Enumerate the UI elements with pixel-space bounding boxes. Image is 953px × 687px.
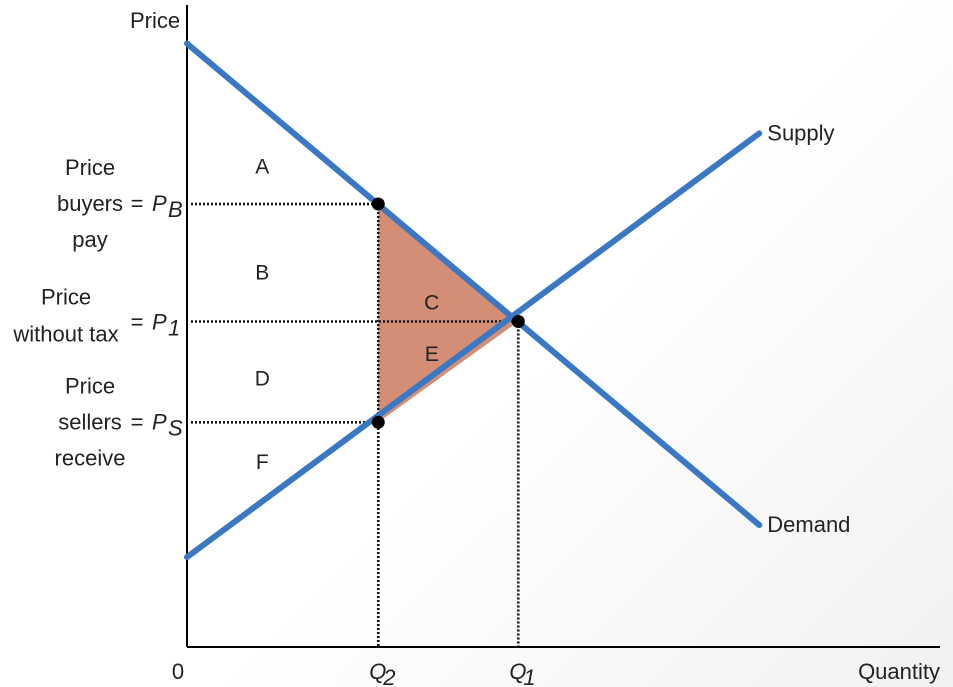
eq-point <box>511 315 525 329</box>
pb-point <box>371 197 385 211</box>
price-symbol-p1: P <box>152 310 167 335</box>
x-axis-label: Quantity <box>858 659 940 684</box>
price-label-ps-line-1: Price <box>65 373 115 398</box>
quantity-symbol-q2: Q <box>369 659 386 684</box>
equals-sign-p1: = <box>131 310 144 335</box>
price-symbol-ps: P <box>152 409 167 434</box>
points-layer <box>371 197 525 429</box>
price-label-p1-line-2: without tax <box>12 322 118 347</box>
curves-layer <box>184 40 763 561</box>
region-f: F <box>256 451 269 474</box>
price-subscript-p1: 1 <box>168 316 180 341</box>
price-label-pb-line-3: pay <box>72 227 107 252</box>
region-b: B <box>255 261 269 284</box>
quantity-subscript-q1: 1 <box>523 665 535 687</box>
demand-label: Demand <box>767 512 850 537</box>
origin-label: 0 <box>172 659 184 684</box>
quantity-symbol-q1: Q <box>509 659 526 684</box>
price-symbol-pb: P <box>152 191 167 216</box>
equals-sign-ps: = <box>131 409 144 434</box>
quantity-subscript-q2: 2 <box>382 665 395 687</box>
price-subscript-ps: S <box>168 415 183 440</box>
region-a: A <box>255 156 269 179</box>
region-e: E <box>425 343 439 366</box>
y-axis-label: Price <box>130 8 180 33</box>
guide-lines-layer <box>191 202 520 647</box>
price-label-pb-line-1: Price <box>65 155 115 180</box>
region-c: C <box>424 292 439 315</box>
axes-layer <box>186 5 940 648</box>
price-label-ps-line-2: sellers <box>58 409 122 434</box>
deadweight-loss-layer <box>378 204 519 423</box>
price-subscript-pb: B <box>168 197 183 222</box>
ps-point <box>371 415 385 429</box>
supply-curve <box>184 130 763 561</box>
deadweight-loss-triangle <box>378 204 519 423</box>
region-d: D <box>255 367 270 390</box>
price-label-pb-line-2: buyers <box>57 191 123 216</box>
price-label-p1-line-1: Price <box>41 285 91 310</box>
price-label-ps-line-3: receive <box>55 445 126 470</box>
supply-label: Supply <box>767 120 834 145</box>
equals-sign-pb: = <box>131 191 144 216</box>
demand-curve <box>184 40 763 529</box>
